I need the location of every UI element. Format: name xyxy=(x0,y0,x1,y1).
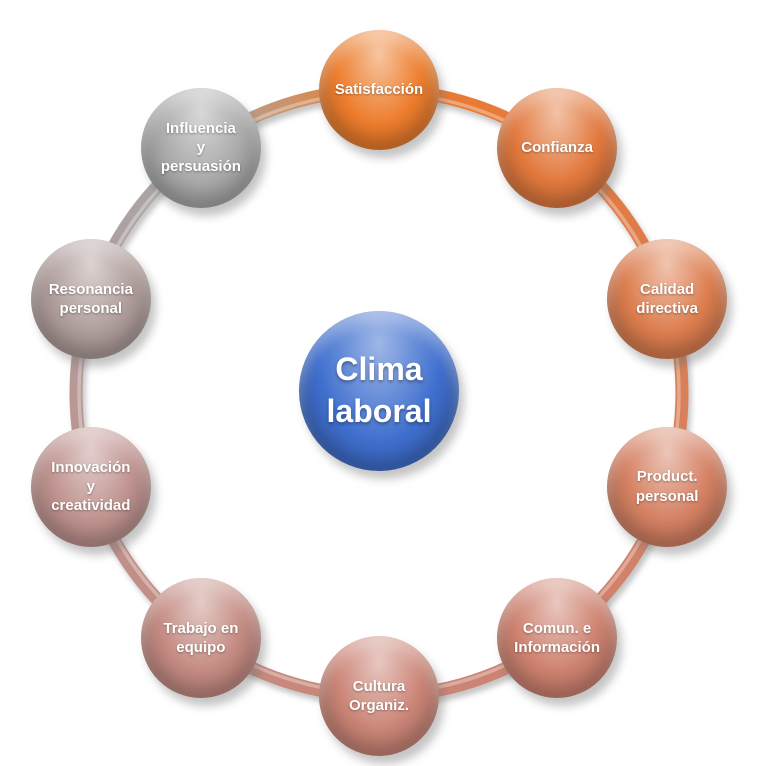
node-label: Confianza xyxy=(521,139,593,157)
node-cultura-organiz: Cultura Organiz. xyxy=(319,636,439,756)
node-label: Trabajo en equipo xyxy=(163,619,239,657)
node-satisfaccion: Satisfacción xyxy=(319,30,439,150)
node-label: Cultura Organiz. xyxy=(348,677,409,714)
center-node: Clima laboral xyxy=(299,311,459,471)
node-label: Resonancia personal xyxy=(48,281,133,318)
node-label: Calidad directiva xyxy=(636,281,698,318)
node-resonancia-personal: Resonancia personal xyxy=(30,239,151,360)
node-label: Product. personal xyxy=(635,468,699,505)
node-calidad-directiva: Calidad directiva xyxy=(607,239,728,360)
node-confianza: Confianza xyxy=(497,87,618,208)
node-comun-e-informacion: Comun. e Información xyxy=(497,578,618,699)
node-innovacion-y-creatividad: Innovación y creatividad xyxy=(30,426,151,547)
node-label: Innovación y creatividad xyxy=(51,458,131,515)
node-trabajo-en-equipo: Trabajo en equipo xyxy=(140,578,261,699)
node-influencia-y-persuasion: Influencia y persuasión xyxy=(140,87,261,208)
center-node-label: Clima laboral xyxy=(326,351,432,429)
node-product-personal: Product. personal xyxy=(607,426,728,547)
node-label: Influencia y persuasión xyxy=(160,120,241,176)
node-label: Comun. e Información xyxy=(514,619,601,657)
node-label: Satisfacción xyxy=(334,81,424,99)
